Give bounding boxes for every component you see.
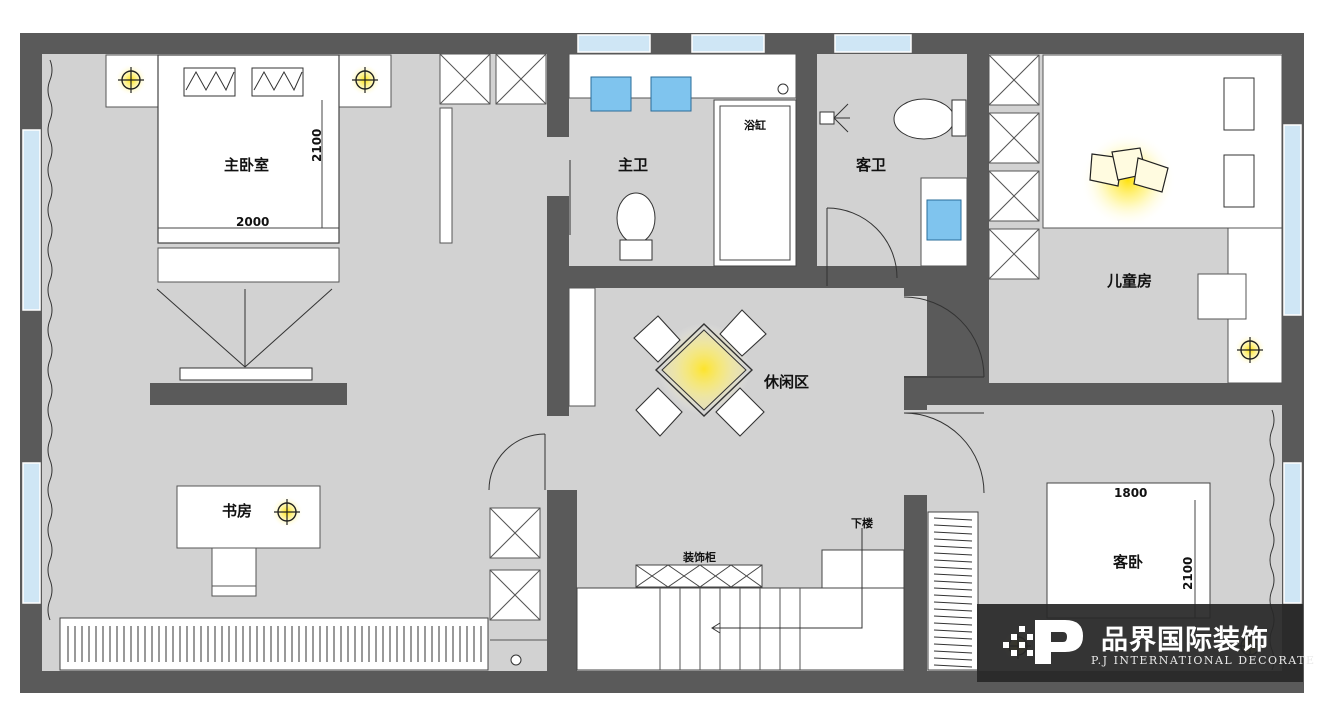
kids-pillow-1	[1223, 77, 1255, 131]
wall	[547, 54, 569, 126]
wall	[547, 490, 577, 671]
cushions-icon	[1089, 147, 1169, 193]
study-chair	[211, 547, 257, 597]
wall	[796, 54, 817, 266]
dim-master-bed-length: 2100	[310, 129, 324, 162]
wall	[927, 383, 1282, 405]
wall	[904, 376, 927, 410]
label-decor-cabinet: 装饰柜	[682, 550, 716, 564]
wall	[547, 196, 569, 416]
bench	[157, 247, 340, 283]
floor-corridor-2	[547, 137, 577, 199]
label-guest-bedroom: 客卧	[1112, 553, 1143, 571]
bathtub	[713, 99, 797, 267]
brand-subtitle: P.J INTERNATIONAL DECORATE	[1091, 654, 1316, 667]
decor-cabinet	[635, 564, 763, 588]
shower-icon	[819, 103, 850, 133]
brand-logo-icon	[1003, 620, 1083, 664]
floor-door-gap-2	[904, 410, 927, 495]
label-master-bath: 主卫	[618, 156, 648, 174]
staircase	[576, 528, 905, 671]
label-lounge: 休闲区	[763, 373, 809, 391]
tv-view-lines	[156, 288, 333, 368]
lounge-cushions	[633, 309, 767, 437]
guest-wardrobe	[927, 511, 979, 671]
dim-guest-bed-length: 2100	[1181, 557, 1195, 590]
kids-chair	[1197, 273, 1247, 320]
basin-2	[650, 76, 692, 112]
floor-door-gap-1	[904, 296, 927, 376]
tv-cabinet	[150, 383, 347, 405]
drain-icon	[510, 654, 522, 666]
wall	[569, 266, 904, 288]
doors	[488, 160, 985, 494]
dim-guest-bed-width: 1800	[1114, 486, 1147, 500]
brand-watermark: 品界国际装饰 P.J INTERNATIONAL DECORATE	[977, 604, 1314, 682]
brand-name: 品界国际装饰	[1101, 625, 1269, 656]
label-guest-bath: 客卫	[855, 156, 886, 174]
windows	[22, 34, 1302, 604]
kids-pillow-2	[1223, 154, 1255, 208]
label-master-bedroom: 主卧室	[224, 156, 269, 174]
wall	[967, 54, 989, 296]
toilet-guest	[893, 98, 967, 140]
partition	[439, 107, 453, 244]
label-bathtub: 浴缸	[744, 118, 766, 132]
radiator	[59, 617, 489, 671]
basin-1	[590, 76, 632, 112]
toilet-master	[616, 192, 656, 261]
label-downstairs: 下楼	[851, 516, 873, 530]
master-bed	[157, 54, 340, 244]
label-kids-room: 儿童房	[1106, 272, 1152, 290]
wall	[904, 266, 989, 296]
label-study: 书房	[222, 502, 252, 520]
guest-basin	[926, 199, 962, 241]
tv-set	[179, 367, 313, 381]
dim-master-bed-width: 2000	[236, 215, 269, 229]
drain-icon	[777, 83, 789, 95]
lounge-table	[654, 323, 754, 417]
wall	[904, 495, 927, 671]
guest-bed	[1046, 482, 1211, 619]
lounge-shelf	[568, 287, 596, 407]
